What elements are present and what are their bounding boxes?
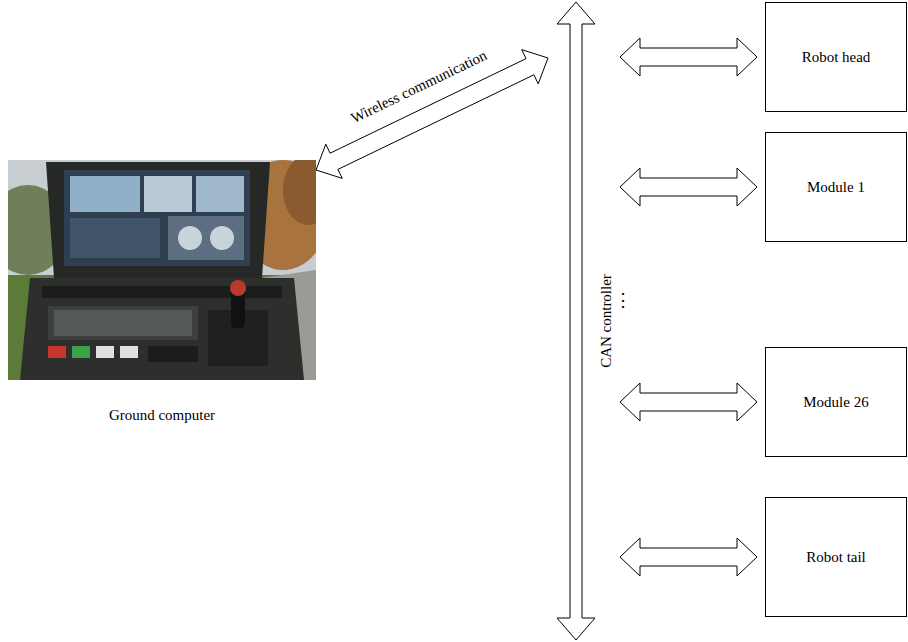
double-arrow (620, 168, 757, 206)
bus-label: CAN controller (598, 274, 615, 368)
box-label: Robot head (802, 48, 871, 66)
ground-computer: Ground computer (8, 160, 316, 430)
double-arrow (620, 383, 757, 421)
photo-caption: Ground computer (8, 406, 316, 424)
box-label: Robot tail (806, 548, 866, 566)
module-box: Module 26 (765, 347, 907, 457)
module-box: Module 1 (765, 132, 907, 242)
box-label: Module 1 (807, 178, 865, 196)
module-box: Robot tail (765, 497, 907, 617)
bus-arrow-outline (557, 2, 595, 640)
ground-computer-photo (8, 160, 316, 380)
double-arrow (620, 538, 757, 576)
ellipsis-label: ⋮ (614, 289, 632, 311)
can-bus: CAN controller (552, 0, 618, 642)
box-label: Module 26 (803, 393, 868, 411)
double-arrow (620, 38, 757, 76)
module-box: Robot head (765, 2, 907, 112)
